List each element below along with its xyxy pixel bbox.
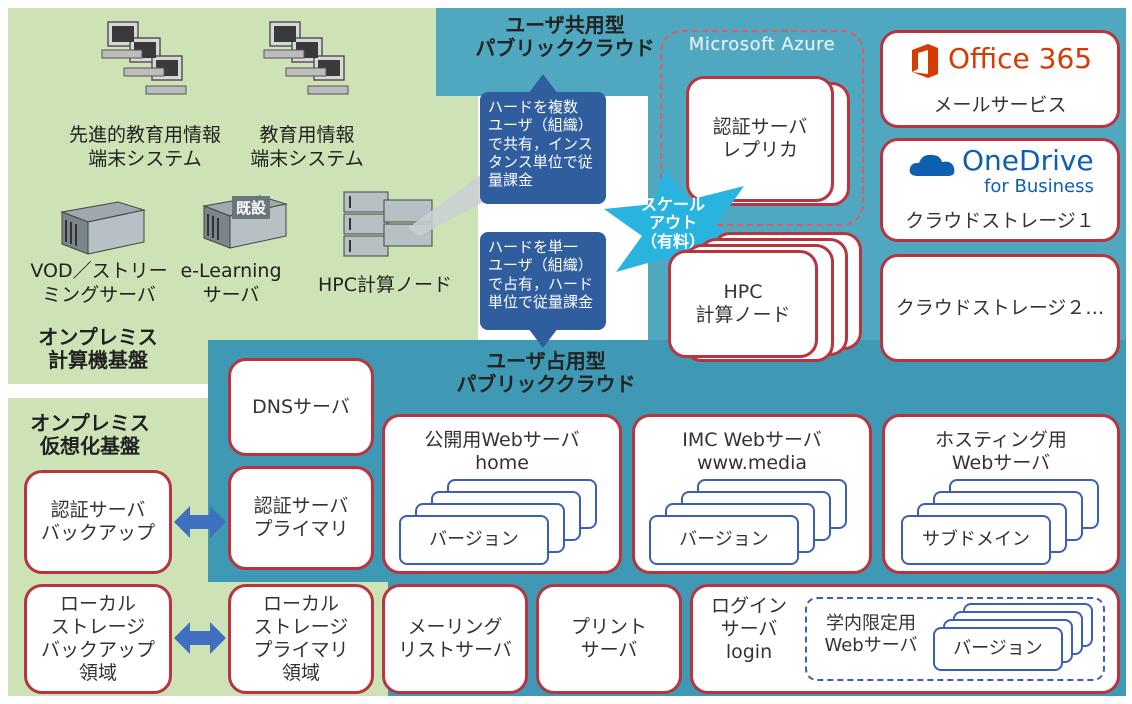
onedrive-label: OneDrive: [962, 144, 1094, 177]
dedicated-cloud-callout: ハードを単一 ユーザ（組織） で占有，ハード 単位で従量課金: [480, 232, 606, 330]
login-server-box: ログイン サーバ login 学内限定用 Webサーバ バージョン: [690, 584, 1120, 694]
scaleout-label: スケール アウト （有料）: [640, 195, 705, 251]
local-storage-primary-box: ローカル ストレージ プライマリ 領域: [228, 584, 374, 694]
imc-web-title: IMC Webサーバ www.media: [682, 429, 822, 474]
dns-server-box: DNSサーバ: [228, 358, 374, 456]
computer-terminal-icon: [101, 21, 187, 95]
local-storage-backup-box: ローカル ストレージ バックアップ 領域: [24, 584, 172, 694]
version-card: バージョン: [649, 515, 799, 565]
hpc-node-onprem-label: HPC計算ノード: [317, 274, 452, 296]
cloud-icon: [909, 154, 955, 176]
shared-cloud-title: ユーザ共用型 パブリッククラウド: [475, 13, 655, 60]
office-logo-icon: [912, 44, 938, 78]
onedrive-sub-label: for Business: [984, 176, 1094, 197]
existing-badge: 既設: [232, 196, 271, 219]
hosting-web-title: ホスティング用 Webサーバ: [935, 429, 1067, 474]
cloud-storage2-box: クラウドストレージ２…: [880, 254, 1120, 362]
azure-label: Microsoft Azure: [688, 34, 836, 55]
print-server-box: プリント サーバ: [536, 584, 682, 694]
onedrive-box: [880, 138, 1120, 242]
mailing-list-box: メーリング リストサーバ: [382, 584, 528, 694]
mail-service-label: メールサービス: [933, 94, 1067, 116]
dedicated-cloud-title: ユーザ占用型 パブリッククラウド: [456, 349, 636, 396]
computer-terminal-icon: [263, 21, 349, 95]
auth-replica-box: 認証サーバ レプリカ: [686, 76, 834, 202]
public-web-box: 公開用Webサーバ home バージョン: [382, 414, 622, 574]
auth-backup-box: 認証サーバ バックアップ: [24, 470, 172, 574]
callout-pointer: [528, 74, 558, 94]
terminal-system-advanced-label: 先進的教育用情報 端末システム: [68, 124, 221, 170]
azure-region: [660, 30, 864, 226]
vod-server-label: VOD／ストリー ミングサーバ: [30, 260, 168, 306]
cloud-storage1-label: クラウドストレージ１: [905, 210, 1095, 232]
office365-label: Office 365: [948, 42, 1093, 75]
elearning-server-label: e-Learning サーバ: [180, 260, 282, 306]
callout-pointer: [528, 328, 558, 348]
rack-server-icon: [60, 201, 146, 255]
version-card: バージョン: [399, 515, 549, 565]
terminal-system-label: 教育用情報 端末システム: [250, 124, 364, 170]
campus-web-label: 学内限定用 Webサーバ: [824, 613, 918, 656]
imc-web-box: IMC Webサーバ www.media バージョン: [632, 414, 872, 574]
public-web-title: 公開用Webサーバ home: [424, 429, 580, 474]
shared-cloud-callout: ハードを複数 ユーザ（組織） で共有，インス タンス単位で従 量課金: [480, 92, 606, 204]
hosting-web-box: ホスティング用 Webサーバ サブドメイン: [882, 414, 1120, 574]
bidirectional-arrow-icon: [174, 622, 226, 654]
version-card: バージョン: [933, 627, 1063, 671]
hpc-node-box: HPC 計算ノード: [668, 250, 818, 358]
onprem-compute-title: オンプレミス 計算機基盤: [38, 325, 158, 372]
subdomain-card: サブドメイン: [901, 515, 1051, 565]
bidirectional-arrow-icon: [174, 506, 226, 538]
auth-primary-box: 認証サーバ プライマリ: [228, 466, 374, 570]
scaleout-burst: [604, 168, 752, 290]
onprem-virtual-title: オンプレミス 仮想化基盤: [30, 411, 150, 458]
office365-box: [880, 30, 1120, 128]
login-server-label: ログイン サーバ login: [710, 595, 787, 663]
campus-web-region: 学内限定用 Webサーバ バージョン: [805, 597, 1105, 681]
